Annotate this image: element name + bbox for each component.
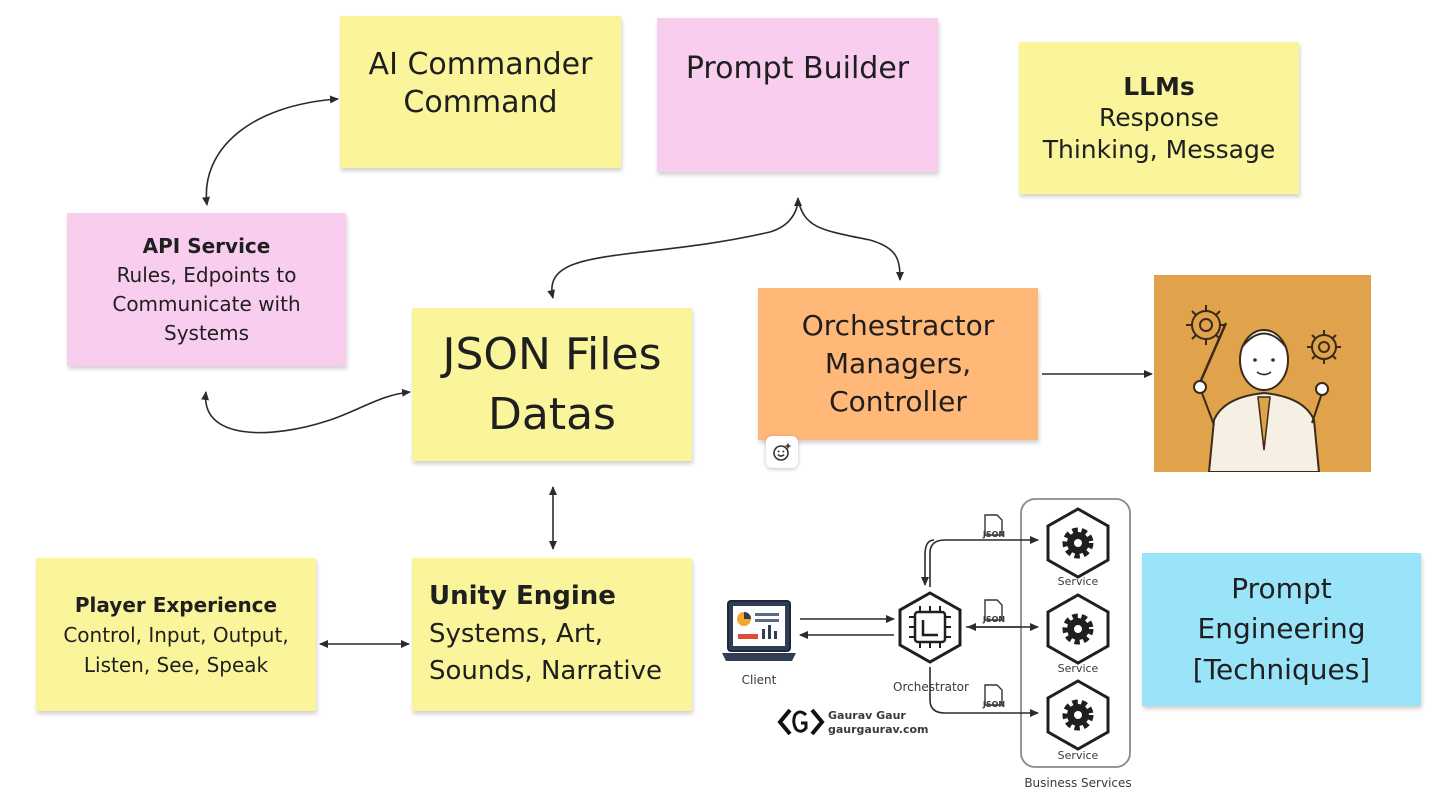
- service-gear-icon: [1046, 679, 1110, 751]
- note-line: [Techniques]: [1192, 652, 1371, 686]
- note-line: Controller: [829, 384, 967, 418]
- note-line: Prompt Builder: [685, 51, 910, 86]
- note-line: Rules, Edpoints to: [116, 262, 297, 287]
- client-laptop-icon: [722, 600, 796, 661]
- arrow-prompt-builder-to-orchestrator: [797, 199, 904, 281]
- arrow-api-to-json: [201, 388, 411, 434]
- note-line: Systems: [164, 320, 249, 345]
- author-name: Gaurav Gaur: [828, 709, 906, 722]
- svg-text:JSON: JSON: [982, 615, 1005, 624]
- note-line: Communicate with: [112, 291, 301, 316]
- note-line: Systems, Art,: [429, 618, 603, 649]
- client-label: Client: [742, 673, 777, 687]
- orchestrator-architecture-diagram[interactable]: Client Orchestrator JSON JSON JSON Servi…: [720, 495, 1140, 795]
- service-label: Service: [1058, 749, 1099, 762]
- service-gear-icon: [1046, 507, 1110, 579]
- gear-icon: [1307, 330, 1341, 364]
- gear-icon: [1186, 305, 1226, 345]
- orchestrator-chip-icon: [898, 591, 962, 664]
- orchestrator-label: Orchestrator: [893, 680, 969, 694]
- service-gear-icon: [1046, 593, 1110, 665]
- arrow-json-to-prompt-builder: [547, 197, 802, 299]
- note-line: Command: [403, 84, 558, 120]
- arrow-orchestrator-to-service-3: [929, 667, 1039, 717]
- note-title: API Service: [142, 233, 271, 258]
- note-title: Unity Engine: [429, 580, 616, 611]
- svg-text:JSON: JSON: [982, 530, 1005, 539]
- note-line: Listen, See, Speak: [83, 652, 269, 677]
- author-logo-icon: [777, 708, 825, 736]
- note-line: Datas: [488, 388, 616, 440]
- note-line: Orchestractor: [801, 309, 995, 343]
- add-reaction-icon: [773, 443, 791, 461]
- teacher-gears-illustration[interactable]: [1154, 275, 1371, 472]
- note-line: Thinking, Message: [1042, 134, 1276, 164]
- note-title: Player Experience: [74, 592, 278, 617]
- note-line: AI Commander: [368, 47, 593, 82]
- business-services-group: [1020, 498, 1131, 768]
- arrow-orchestrator-to-service-1: [929, 536, 1039, 587]
- note-line: Sounds, Narrative: [429, 656, 662, 687]
- service-label: Service: [1058, 662, 1099, 675]
- note-line: Response: [1098, 103, 1220, 133]
- note-line: Control, Input, Output,: [63, 622, 289, 647]
- svg-text:JSON: JSON: [982, 700, 1005, 709]
- note-title: LLMs: [1123, 72, 1195, 102]
- service-label: Service: [1058, 575, 1099, 588]
- teacher-figure: [1193, 322, 1329, 472]
- note-line: Managers,: [824, 347, 972, 381]
- json-file-icon: JSON: [982, 684, 1005, 709]
- note-prompt-builder[interactable]: Prompt Builder: [657, 18, 938, 172]
- arrow-api-to-ai-commander: [202, 95, 339, 206]
- json-file-icon: JSON: [982, 514, 1005, 539]
- note-line: JSON Files: [442, 329, 662, 381]
- note-line: Engineering: [1197, 612, 1366, 646]
- author-site: gaurgaurav.com: [828, 723, 929, 736]
- add-reaction-button[interactable]: [766, 436, 798, 468]
- arrow-service-1-to-orchestrator: [921, 539, 935, 586]
- note-line: Prompt: [1231, 571, 1332, 605]
- business-services-label: Business Services: [1024, 776, 1131, 790]
- json-file-icon: JSON: [982, 599, 1005, 624]
